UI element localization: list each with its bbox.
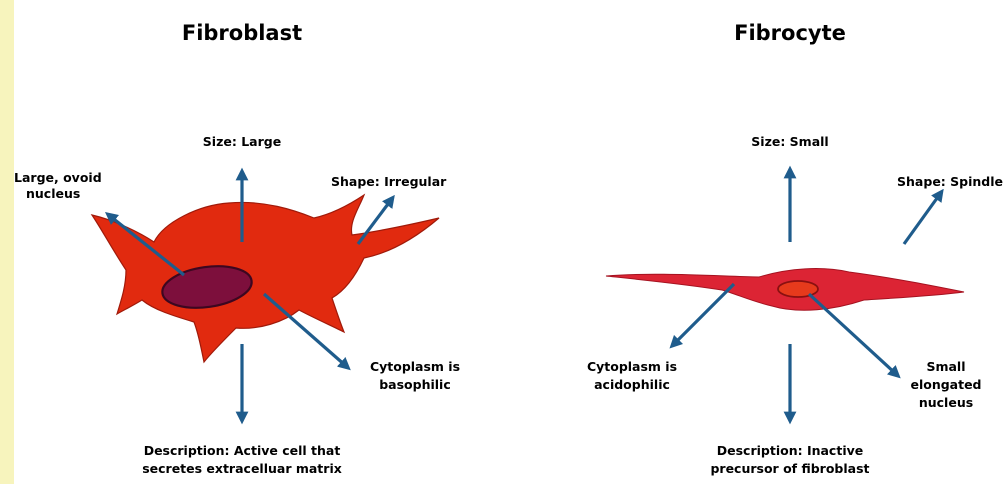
fibroblast-cytoplasm-label-line2: basophilic (379, 377, 451, 392)
fibroblast-cytoplasm-label-line1: Cytoplasm is (370, 359, 460, 374)
fibrocyte-nucleus-arrow (809, 294, 896, 374)
fibroblast-title: Fibroblast (182, 21, 302, 45)
fibrocyte-title: Fibrocyte (734, 21, 846, 45)
fibroblast-description-line1: Description: Active cell that (144, 443, 341, 458)
fibroblast-description-line2: secretes extracelluar matrix (142, 461, 342, 476)
fibrocyte-cytoplasm-arrow (674, 284, 734, 344)
fibroblast-size-label: Size: Large (203, 134, 281, 149)
fibrocyte-description-line1: Description: Inactive (717, 443, 863, 458)
fibrocyte-panel: Fibrocyte Size: Small Shape: Spindle Cyt… (587, 21, 1003, 476)
fibroblast-nucleus-label-line2: nucleus (26, 186, 80, 201)
fibrocyte-nucleus-label-line3: nucleus (919, 395, 973, 410)
fibrocyte-cytoplasm-label-line1: Cytoplasm is (587, 359, 677, 374)
fibrocyte-nucleus-label-line2: elongated (910, 377, 981, 392)
fibrocyte-cytoplasm-label-line2: acidophilic (594, 377, 670, 392)
fibroblast-shape-label: Shape: Irregular (331, 174, 447, 189)
fibrocyte-description-line2: precursor of fibroblast (710, 461, 869, 476)
diagram-panel: Fibroblast Size: Large Large, ovoid nucl… (14, 0, 1003, 484)
fibroblast-nucleus-label-line1: Large, ovoid (14, 170, 102, 185)
cell-comparison-diagram: Fibroblast Size: Large Large, ovoid nucl… (14, 0, 1003, 484)
fibroblast-cell-body (92, 195, 439, 362)
fibrocyte-shape-label: Shape: Spindle (897, 174, 1003, 189)
fibrocyte-size-label: Size: Small (751, 134, 828, 149)
fibroblast-panel: Fibroblast Size: Large Large, ovoid nucl… (14, 21, 460, 476)
fibrocyte-nucleus-label-line1: Small (926, 359, 965, 374)
fibrocyte-shape-arrow (904, 194, 940, 244)
